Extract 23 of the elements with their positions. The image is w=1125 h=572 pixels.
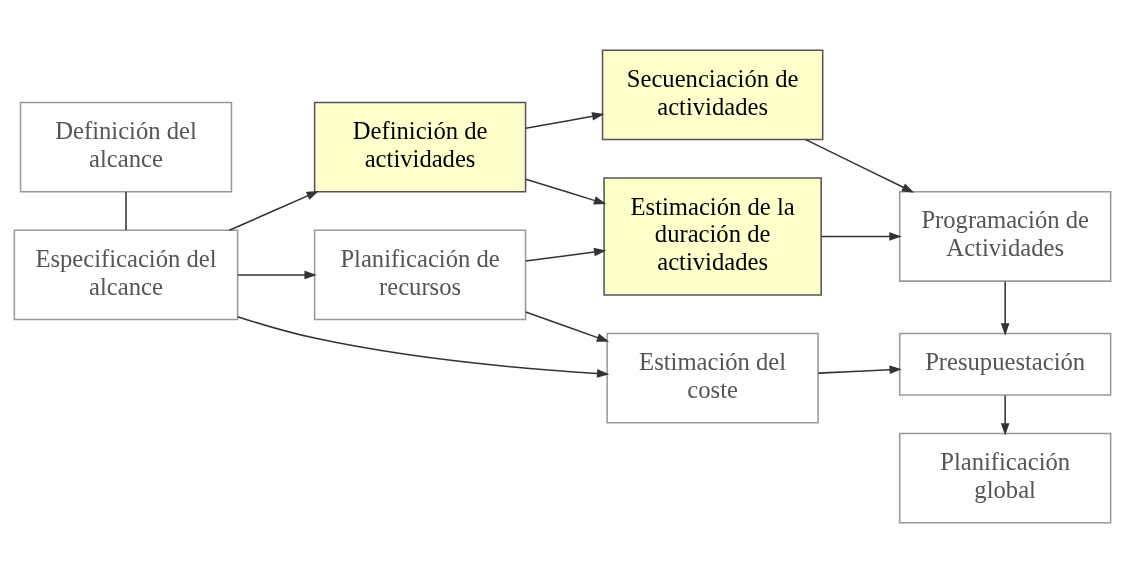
- arrow: [524, 247, 607, 262]
- node-box: Secuenciación de actividades: [601, 48, 824, 140]
- arrow: [817, 364, 902, 374]
- arrow: [804, 138, 915, 193]
- arrow: [236, 315, 610, 378]
- node-box: Definición de actividades: [313, 101, 527, 193]
- arrow: [524, 310, 610, 342]
- node-box: Estimación de la duración de actividades: [603, 176, 822, 296]
- arrow: [524, 178, 607, 205]
- node-box: Definición del alcance: [19, 101, 233, 193]
- arrow: [1000, 280, 1010, 336]
- node-box: Estimación del coste: [606, 332, 819, 424]
- arrow: [228, 190, 319, 231]
- arrow: [1000, 394, 1010, 436]
- node-box: Planificación de recursos: [313, 229, 527, 320]
- arrow: [524, 111, 605, 129]
- node-box: Especificación del alcance: [13, 229, 239, 320]
- node-box: Planificación global: [898, 432, 1112, 524]
- connector: [125, 190, 127, 231]
- arrow: [820, 231, 902, 241]
- node-box: Programación de Actividades: [898, 190, 1112, 282]
- arrow: [237, 270, 317, 279]
- node-box: Presupuestación: [898, 332, 1112, 396]
